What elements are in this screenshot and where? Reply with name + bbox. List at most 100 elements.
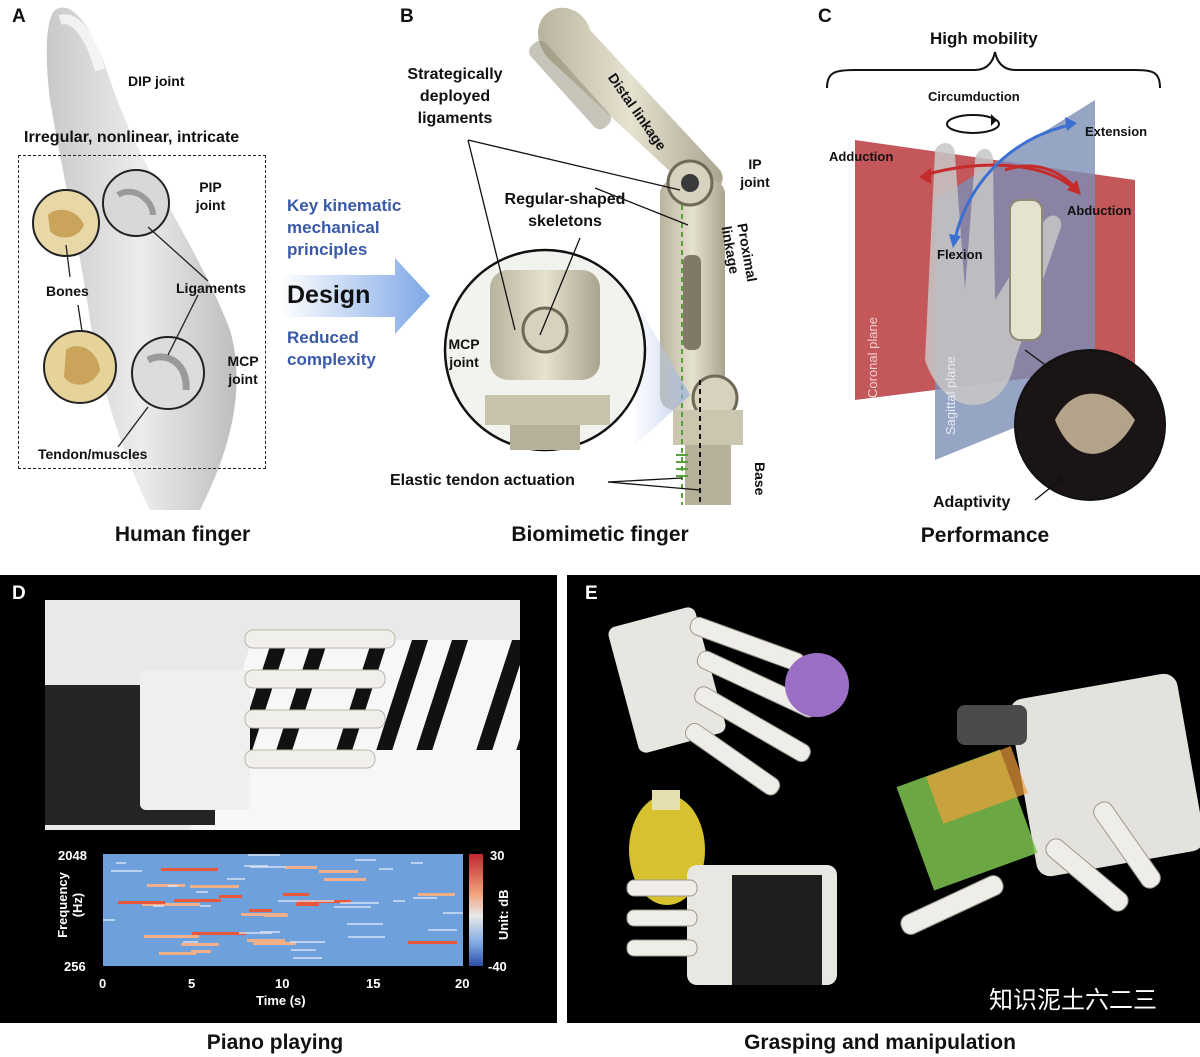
spectrogram-streak (111, 870, 142, 872)
x-tick-5: 5 (188, 976, 196, 991)
spectrogram-streak (278, 900, 314, 902)
spectrogram-streak (174, 899, 221, 902)
spectrogram-streak (161, 868, 218, 871)
key-line-3: principles (287, 240, 368, 259)
ip-joint-label: IP joint (735, 155, 775, 191)
detail-box (18, 155, 266, 469)
reduced-complexity-label: Reduced complexity (287, 327, 376, 371)
mcp-b-line-1: MCP (448, 336, 480, 352)
spectrogram-streak (200, 905, 211, 907)
key-principles-label: Key kinematic mechanical principles (287, 195, 401, 261)
panel-a-caption: Human finger (114, 523, 251, 546)
panel-a: A DIP joint Irregular, nonlinear, intric… (0, 0, 275, 560)
spectrogram-streak (324, 878, 366, 881)
regular-line-1: Regular-shaped (504, 191, 626, 208)
spectrogram-streak (116, 862, 126, 864)
spectrogram-streak (241, 913, 287, 916)
spectrogram-streak (183, 941, 198, 943)
spectrogram-streak (159, 952, 196, 955)
spectrogram-streak (285, 866, 317, 869)
spectrogram-streak (293, 957, 322, 959)
key-line-2: mechanical (287, 218, 380, 237)
spectrogram-streak (118, 901, 165, 904)
spectrogram-streak (393, 900, 405, 902)
panel-b: B Strategically deployed ligaments Dista… (390, 0, 810, 560)
panel-e-letter: E (585, 583, 598, 604)
ligaments-label: Ligaments (176, 280, 247, 296)
design-label: Design (287, 281, 371, 309)
biomimetic-finger-render (443, 7, 743, 505)
spectrogram-ylabel: Frequency (Hz) (55, 865, 85, 945)
spectrogram-streak (379, 868, 393, 870)
panel-c: C High mobility Circumduction Extension … (815, 0, 1200, 560)
design-arrow (280, 258, 430, 334)
ip-line-2: joint (740, 174, 770, 190)
regular-skeletons-label: Regular-shaped skeletons (490, 189, 640, 233)
panel-b-caption: Biomimetic finger (511, 523, 689, 546)
adduction-label: Adduction (829, 149, 894, 164)
mcp-a-line-1: MCP (227, 353, 259, 369)
panel-c-letter: C (818, 6, 832, 27)
coronal-plane-label: Coronal plane (865, 317, 880, 398)
colorbar (469, 854, 483, 966)
adaptivity-label: Adaptivity (933, 494, 1011, 511)
mobility-illustration (826, 51, 1166, 501)
panel-d-letter: D (12, 583, 26, 604)
x-tick-15: 15 (366, 976, 381, 991)
spectrogram-streak (413, 897, 437, 899)
spectrogram-streak (340, 902, 379, 904)
regular-line-2: skeletons (528, 213, 602, 230)
tendon-label: Tendon/muscles (38, 446, 148, 462)
mcp-a-line-2: joint (228, 371, 258, 387)
dip-joint-label: DIP joint (128, 73, 185, 89)
abduction-label: Abduction (1067, 203, 1132, 218)
panel-b-letter: B (400, 6, 414, 27)
spectrogram-streak (153, 905, 164, 907)
spectrogram-streak (168, 885, 178, 887)
spectrogram-streak (181, 943, 219, 946)
elastic-tendon-label: Elastic tendon actuation (390, 472, 575, 489)
cbar-bottom: -40 (488, 959, 507, 974)
grasping-photos (608, 607, 1200, 985)
circumduction-label: Circumduction (928, 89, 1020, 104)
pip-line-1: PIP (199, 179, 222, 195)
spectrogram-streak (253, 942, 296, 945)
pip-joint-label: PIP joint (188, 178, 233, 214)
spectrogram-streak (248, 854, 280, 856)
high-mobility-label: High mobility (930, 29, 1038, 48)
strategic-line-3: ligaments (417, 110, 493, 127)
spectrogram-streak (348, 936, 385, 938)
cbar-top: 30 (490, 848, 505, 863)
watermark: 知识泥土六二三 (989, 986, 1157, 1014)
spectrogram-streak (283, 893, 309, 896)
sagittal-plane-label: Sagittal plane (943, 356, 958, 435)
panel-d: D Frequency (Hz) 2048 256 (0, 575, 557, 1023)
panel-a-heading: Irregular, nonlinear, intricate (24, 129, 240, 146)
spectrogram-streak (411, 862, 423, 864)
spectrogram-streak (408, 941, 457, 944)
spectrogram-streak (144, 935, 199, 938)
spectrogram-xlabel: Time (s) (256, 993, 306, 1008)
spectrogram-streak (347, 923, 383, 925)
spectrogram-streak (313, 900, 334, 902)
ylabel-line-1: Frequency (55, 872, 70, 938)
panel-e: E 知识泥土六二三 (567, 575, 1200, 1023)
bones-label: Bones (46, 283, 89, 299)
spectrogram-streak (334, 906, 371, 908)
x-tick-10: 10 (275, 976, 290, 991)
design-arrow-block: Key kinematic mechanical principles Desi… (280, 190, 440, 380)
y-top-tick: 2048 (58, 848, 87, 863)
spectrogram-streak (191, 950, 211, 953)
mcp-joint-label-a: MCP joint (218, 352, 268, 388)
spectrogram-streak (250, 866, 286, 868)
reduced-line-1: Reduced (287, 328, 359, 347)
spectrogram-streak (418, 893, 455, 896)
y-bottom-tick: 256 (64, 959, 86, 974)
x-tick-0: 0 (99, 976, 107, 991)
mcp-b-line-2: joint (449, 354, 479, 370)
panel-c-caption: Performance (920, 524, 1050, 547)
key-line-1: Key kinematic (287, 196, 402, 215)
flexion-label: Flexion (937, 247, 983, 262)
spectrogram-streak (249, 909, 272, 912)
spectrogram-streak (291, 949, 316, 951)
